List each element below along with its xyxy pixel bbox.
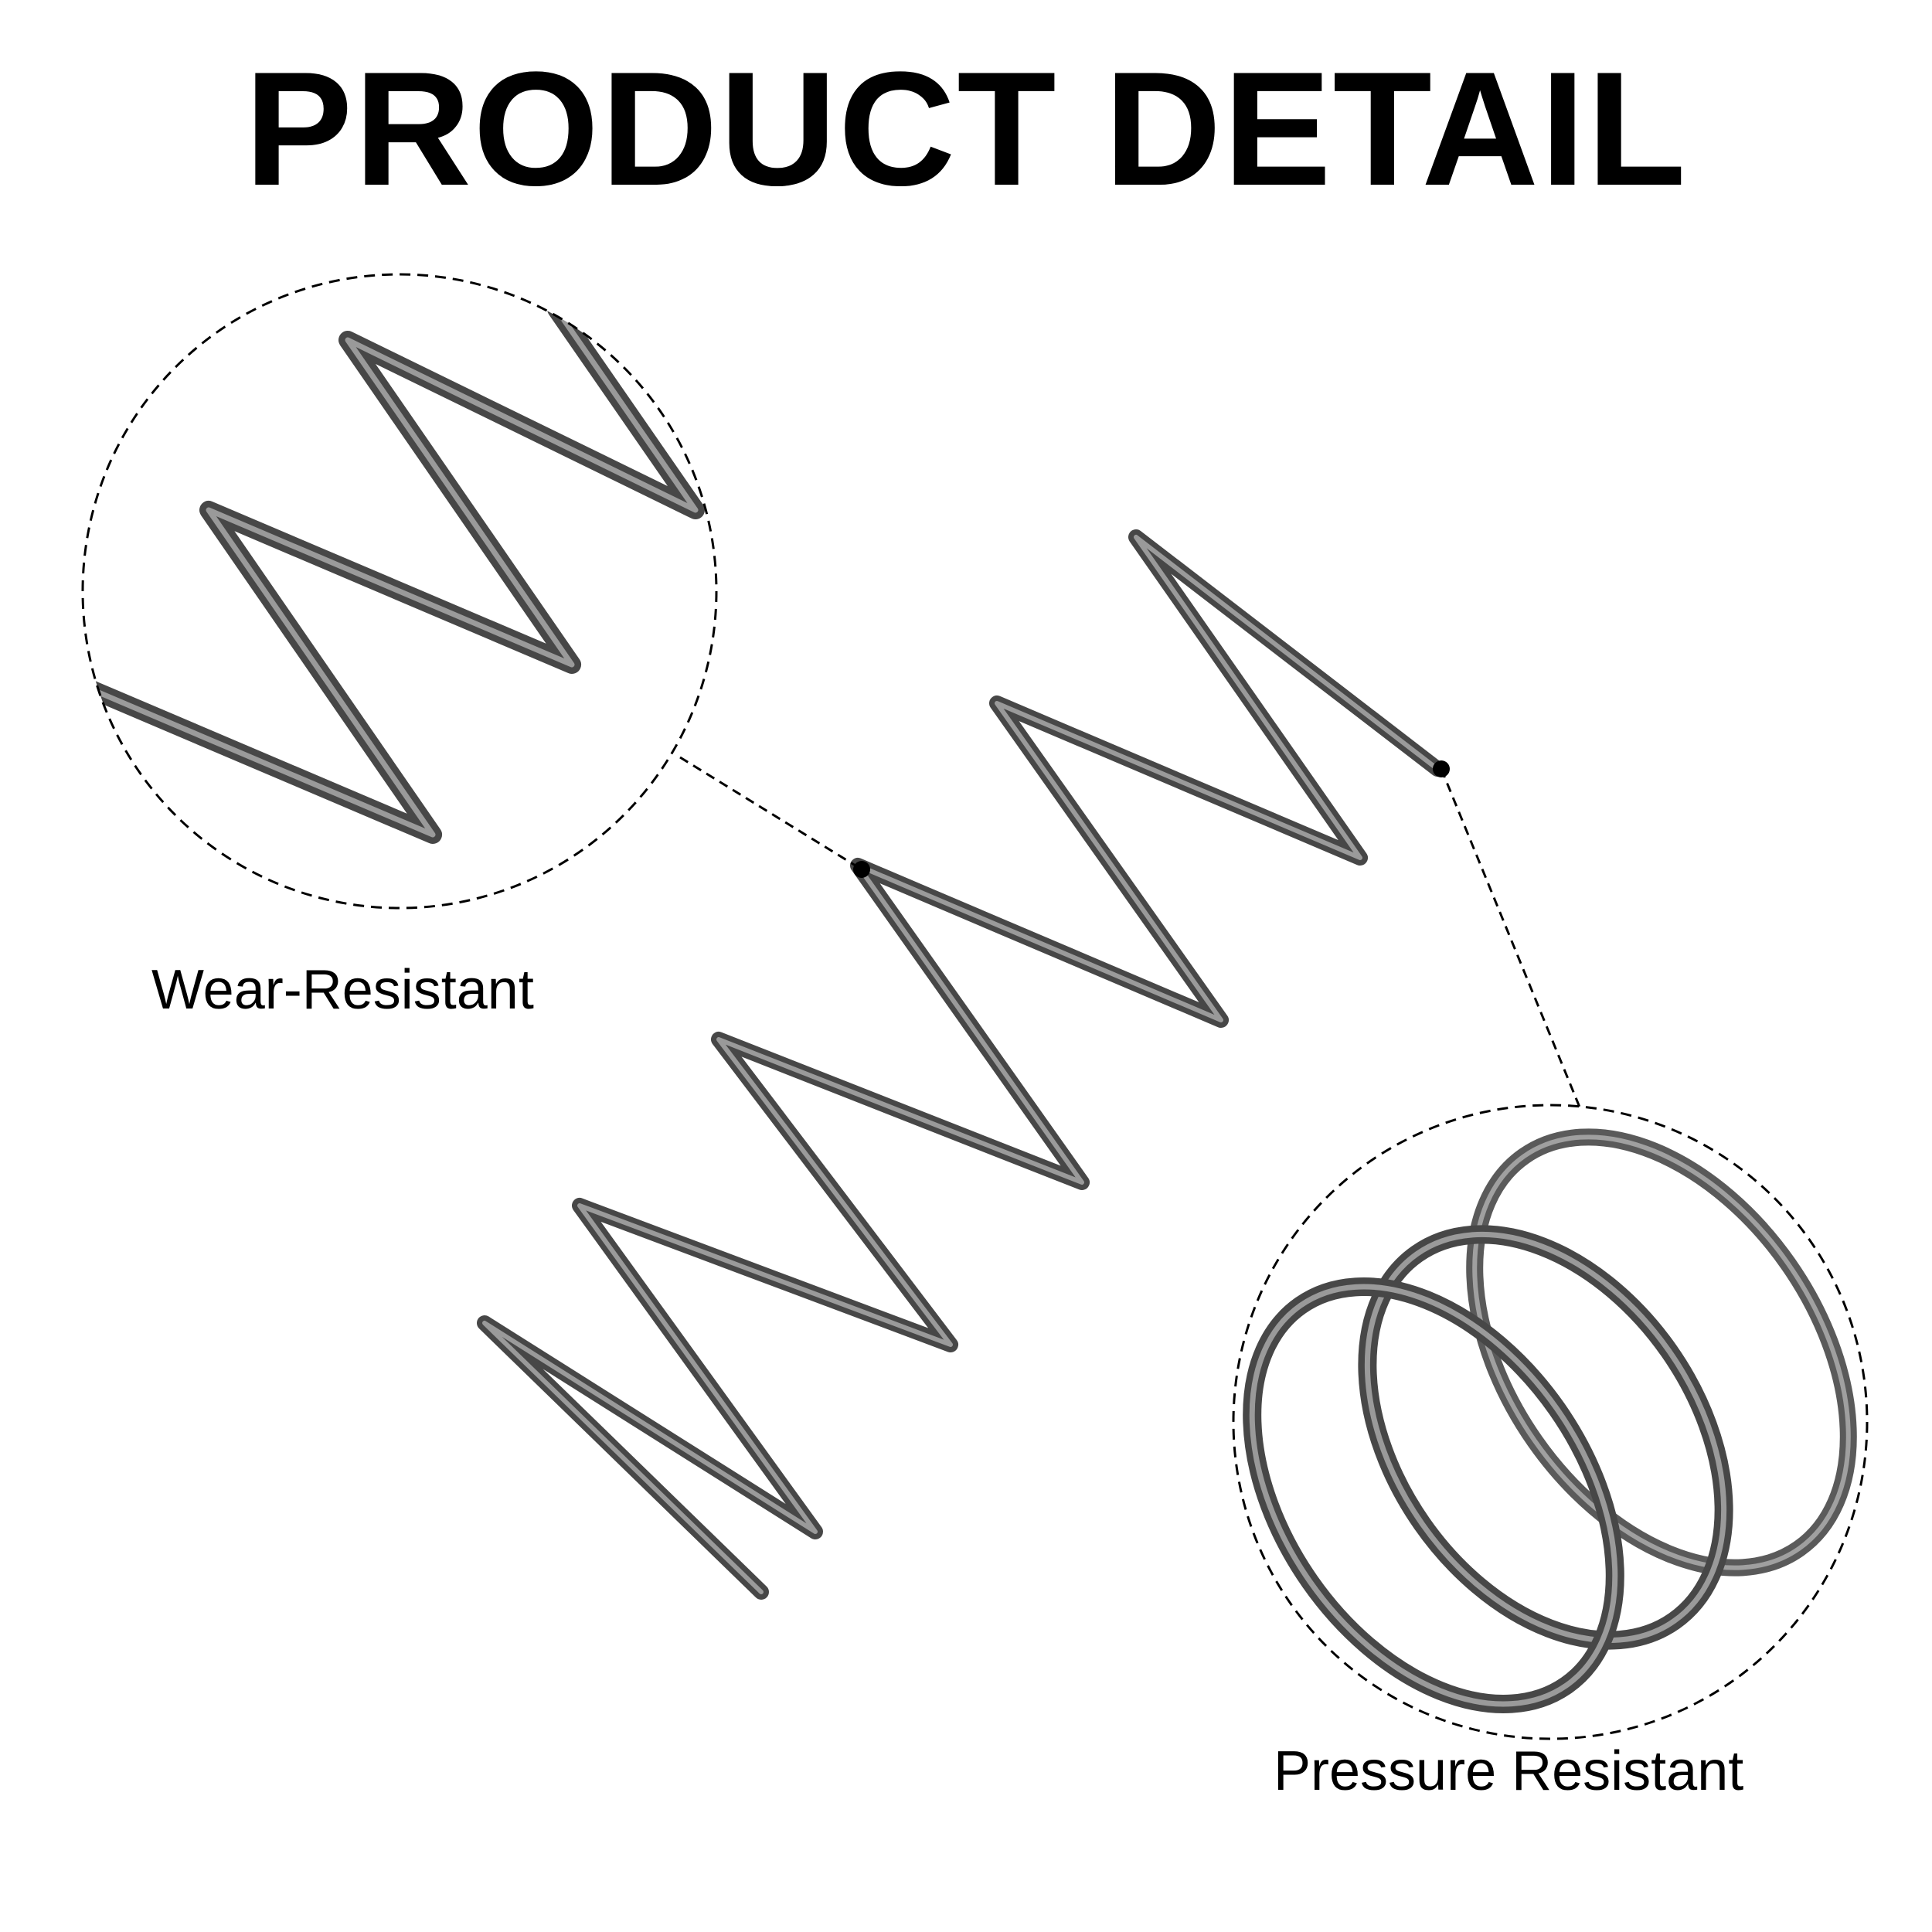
magnifier-right-border [1232,1104,1869,1740]
magnifier-right [1232,1104,1869,1740]
callout-label-pressure-resistant: Pressure Resistant [1274,1740,1744,1802]
magnifier-left [81,273,718,910]
magnifier-left-border [81,273,718,910]
anchor-dot-right [1433,760,1450,777]
callout-label-wear-resistant: Wear-Resistant [151,959,534,1021]
leader-line-left [679,756,862,871]
spring-coil-outline [477,529,1445,1600]
anchor-dot-left [853,861,870,878]
spring-coil-highlight [482,535,1440,1594]
page-title: PRODUCT DETAIL [244,38,1688,219]
spring-photo [477,529,1445,1600]
leader-line-right [1440,768,1582,1110]
